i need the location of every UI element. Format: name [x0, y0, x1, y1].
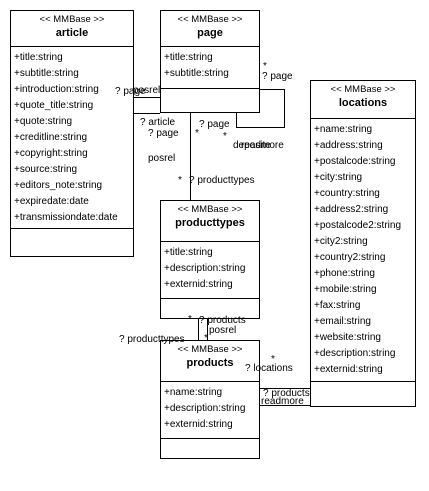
association-label: deposite [233, 140, 271, 151]
attribute-list: +title:string +subtitle:string [161, 47, 259, 89]
class-name: article [55, 27, 89, 39]
attribute: +phone:string [314, 268, 375, 279]
class-locations[interactable]: << MMBase >> locations +name:string +add… [310, 80, 416, 407]
attribute: +editors_note:string [14, 180, 103, 191]
multiplicity-label: * [263, 61, 267, 72]
association-label: posrel [133, 85, 161, 96]
attribute: +email:string [314, 316, 371, 327]
class-name: page [197, 27, 223, 39]
attribute: +description:string [314, 348, 396, 359]
attribute: +title:string [164, 247, 213, 258]
multiplicity-label: * [204, 333, 208, 344]
attribute: +fax:string [314, 300, 361, 311]
attribute: +quote_title:string [14, 100, 94, 111]
attribute: +source:string [14, 164, 78, 175]
class-article-header: << MMBase >> article [11, 11, 133, 47]
role-label: ? locations [245, 363, 293, 374]
stereotype: << MMBase >> [177, 344, 243, 355]
attribute: +address:string [314, 140, 383, 151]
stereotype: << MMBase >> [177, 204, 243, 215]
association-label: posrel [209, 325, 237, 336]
multiplicity-label: * [271, 354, 275, 365]
attribute: +postalcode2:string [314, 220, 402, 231]
role-label: ? producttypes [189, 175, 255, 186]
class-name: locations [338, 97, 388, 109]
multiplicity-label: * [195, 128, 199, 139]
class-producttypes[interactable]: << MMBase >> producttypes +title:string … [160, 200, 260, 319]
attribute: +country2:string [314, 252, 386, 263]
class-page[interactable]: << MMBase >> page +title:string +subtitl… [160, 10, 260, 113]
role-label: ? article [140, 117, 176, 128]
attribute-list: +name:string +address:string +postalcode… [311, 119, 415, 382]
attribute: +address2:string [314, 204, 389, 215]
multiplicity-label: * [188, 314, 192, 325]
class-products-header: << MMBase >> products [161, 341, 259, 382]
role-label: ? producttypes [119, 334, 185, 345]
class-page-header: << MMBase >> page [161, 11, 259, 47]
multiplicity-label: * [178, 175, 182, 186]
attribute: +description:string [164, 403, 246, 414]
attribute: +name:string [164, 387, 223, 398]
stereotype: << MMBase >> [330, 84, 396, 95]
class-locations-header: << MMBase >> locations [311, 81, 415, 119]
attribute: +introduction:string [14, 84, 99, 95]
role-label: ? page [148, 128, 179, 139]
attribute: +mobile:string [314, 284, 377, 295]
class-products[interactable]: << MMBase >> products +name:string +desc… [160, 340, 260, 459]
association-label: posrel [148, 153, 176, 164]
attribute: +transmissiondate:date [14, 212, 118, 223]
attribute-list: +name:string +description:string +extern… [161, 382, 259, 439]
association-label: readmore [241, 140, 284, 151]
attribute: +subtitle:string [164, 68, 229, 79]
attribute: +title:string [14, 52, 63, 63]
attribute-list: +title:string +subtitle:string +introduc… [11, 47, 133, 229]
attribute: +country:string [314, 188, 380, 199]
attribute: +quote:string [14, 116, 73, 127]
attribute: +postalcode:string [314, 156, 396, 167]
role-label: ? products [263, 388, 310, 399]
role-label: ? page [199, 119, 230, 130]
class-article[interactable]: << MMBase >> article +title:string +subt… [10, 10, 134, 257]
association-label: readmore [261, 396, 304, 407]
multiplicity-label: * [223, 131, 227, 142]
role-label: ? page [262, 71, 293, 82]
class-name: producttypes [175, 217, 245, 229]
attribute: +name:string [314, 124, 373, 135]
attribute: +city2:string [314, 236, 368, 247]
page-self-link [236, 89, 285, 128]
attribute: +title:string [164, 52, 213, 63]
attribute: +description:string [164, 263, 246, 274]
attribute: +subtitle:string [14, 68, 79, 79]
attribute: +expiredate:date [14, 196, 89, 207]
stereotype: << MMBase >> [39, 14, 105, 25]
attribute: +creditline:string [14, 132, 88, 143]
class-producttypes-header: << MMBase >> producttypes [161, 201, 259, 242]
attribute: +copyright:string [14, 148, 88, 159]
class-name: products [186, 357, 234, 369]
role-label: ? page [115, 86, 146, 97]
role-label: ? products [199, 315, 246, 326]
attribute: +website:string [314, 332, 381, 343]
attribute-list: +title:string +description:string +exter… [161, 242, 259, 299]
attribute: +externid:string [164, 419, 233, 430]
attribute: +externid:string [164, 279, 233, 290]
attribute: +externid:string [314, 364, 383, 375]
attribute: +city:string [314, 172, 363, 183]
stereotype: << MMBase >> [177, 14, 243, 25]
